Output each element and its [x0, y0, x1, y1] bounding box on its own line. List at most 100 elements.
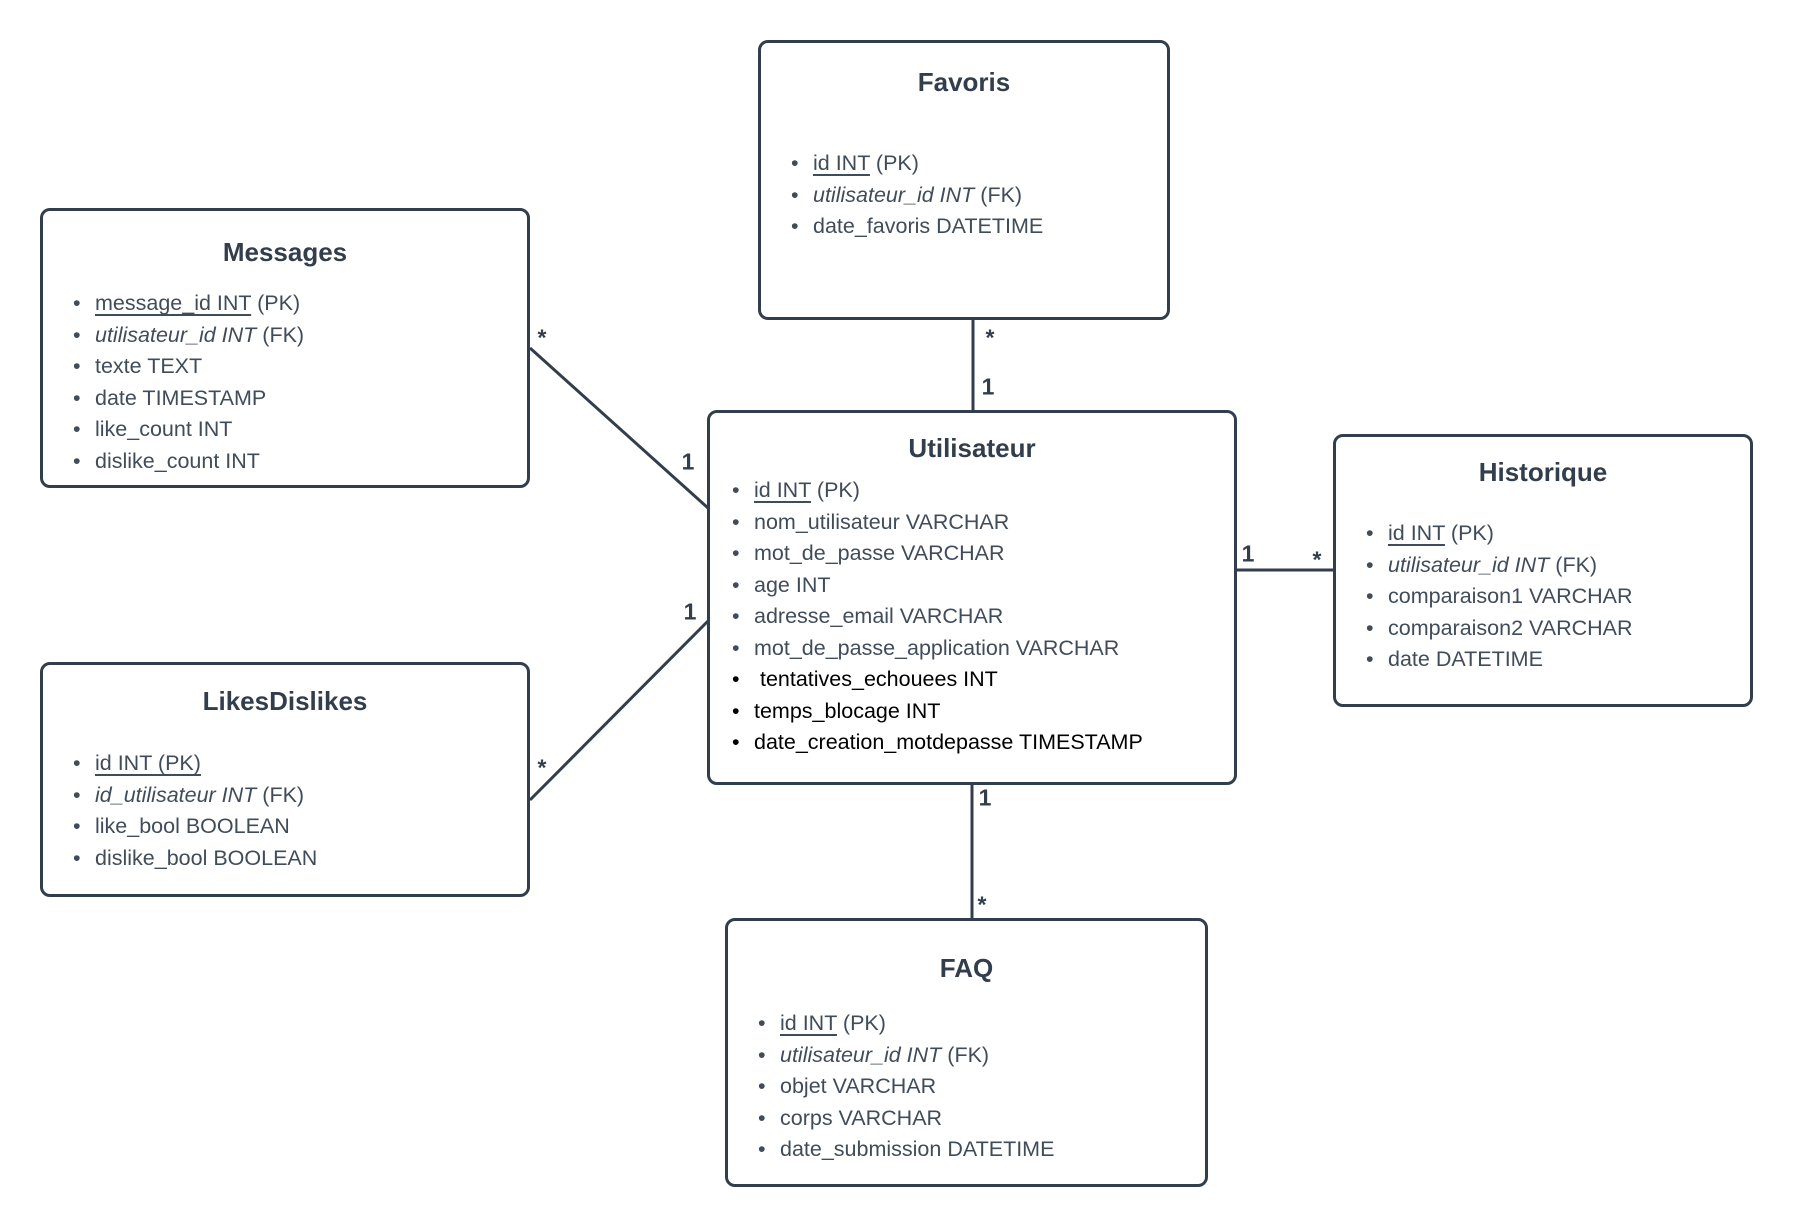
attribute-name: nom_utilisateur VARCHAR: [754, 509, 1010, 534]
entity-likesdislikes[interactable]: LikesDislikes •id INT (PK)•id_utilisateu…: [40, 662, 530, 897]
attribute-name: message_id INT: [95, 291, 252, 315]
attribute-list-messages: •message_id INT (PK)•utilisateur_id INT …: [43, 288, 527, 477]
entity-title-messages: Messages: [222, 237, 348, 267]
attribute-row: • mot_de_passe VARCHAR: [732, 538, 1220, 570]
attribute-key-flag: (FK): [256, 322, 305, 347]
attribute-name: date TIMESTAMP: [95, 385, 267, 410]
attribute-row: • mot_de_passe_application VARCHAR: [732, 633, 1220, 665]
entity-historique[interactable]: Historique • id INT (PK) • utilisateur_id I…: [1333, 434, 1753, 707]
bullet-icon: •: [1366, 552, 1374, 577]
attribute-row: • id INT (PK): [73, 748, 513, 780]
attribute-list-utilisateur: •id INT (PK)•nom_utilisateur VARCHAR•mot…: [710, 475, 1234, 759]
entity-utilisateur[interactable]: Utilisateur •id INT (PK)•nom_utilisateur…: [707, 410, 1237, 785]
attribute-list-faq: •id INT (PK)•utilisateur_id INT (FK)•obj…: [728, 1008, 1205, 1166]
attribute-name: date DATETIME: [1388, 647, 1543, 671]
bullet-icon: •: [73, 751, 81, 775]
attribute-row: • corps VARCHAR: [758, 1103, 1191, 1135]
attribute-row: •id INT (PK): [758, 1008, 1191, 1040]
entity-favoris[interactable]: Favoris •id INT (PK)•utilisateur_id INT …: [758, 40, 1170, 320]
attribute-key-flag: (FK): [941, 1042, 990, 1067]
attribute-name: date_creation_motdepasse TIMESTAMP: [754, 730, 1143, 754]
bullet-icon: •: [732, 667, 740, 691]
attribute-row: • utilisateur_id INT (FK): [73, 320, 513, 352]
attribute-name: temps_blocage INT: [754, 698, 941, 723]
entity-title-faq: FAQ: [939, 953, 994, 983]
bullet-icon: •: [1366, 584, 1374, 608]
attribute-row: • objet VARCHAR: [758, 1071, 1191, 1103]
relation-line-likesdislikes-utilisateur: [528, 619, 710, 802]
bullet-icon: •: [1366, 521, 1374, 545]
multiplicity-favoris-many: *: [985, 324, 995, 351]
bullet-icon: •: [73, 291, 81, 315]
attribute-name: id INT: [1388, 521, 1445, 545]
bullet-icon: •: [732, 604, 740, 628]
attribute-row: •like_count INT: [73, 414, 513, 446]
attribute-row: • like_bool BOOLEAN: [73, 811, 513, 843]
attribute-name: utilisateur_id INT: [813, 182, 975, 207]
attribute-row: •date_favoris DATETIME: [791, 211, 1153, 243]
bullet-icon: •: [758, 1074, 766, 1098]
attribute-row: • comparaison2 VARCHAR: [1366, 613, 1736, 645]
attribute-list-likesdislikes: •id INT (PK)•id_utilisateur INT (FK)•lik…: [43, 748, 527, 874]
attribute-key-flag: (FK): [974, 182, 1023, 207]
bullet-icon: •: [73, 448, 81, 473]
bullet-icon: •: [732, 635, 740, 660]
bullet-icon: •: [758, 1137, 766, 1161]
multiplicity-favoris-one: 1: [981, 373, 995, 400]
bullet-icon: •: [1366, 647, 1374, 671]
attribute-row: •utilisateur_id INT (FK): [758, 1040, 1191, 1072]
bullet-icon: •: [732, 478, 740, 502]
bullet-icon: •: [73, 385, 81, 410]
attribute-name: adresse_email VARCHAR: [754, 604, 1004, 628]
attribute-name: like_bool BOOLEAN: [95, 814, 290, 838]
attribute-name: texte TEXT: [95, 354, 203, 378]
bullet-icon: •: [73, 354, 81, 378]
attribute-name: objet VARCHAR: [780, 1074, 937, 1098]
bullet-icon: •: [732, 698, 740, 723]
multiplicity-faq-many: *: [977, 891, 987, 918]
attribute-row: •date_creation_motdepasse TIMESTAMP: [732, 727, 1220, 759]
attribute-row: •utilisateur_id INT (FK): [791, 180, 1153, 212]
attribute-row: • texte TEXT: [73, 351, 513, 383]
bullet-icon: •: [73, 322, 81, 347]
bullet-icon: •: [791, 214, 799, 238]
attribute-name: id INT (PK): [95, 751, 201, 775]
attribute-name: dislike_bool BOOLEAN: [95, 845, 318, 870]
attribute-name: utilisateur_id INT: [95, 322, 257, 347]
attribute-row: • temps_blocage INT: [732, 696, 1220, 728]
bullet-icon: •: [1366, 615, 1374, 640]
bullet-icon: •: [732, 541, 740, 565]
bullet-icon: •: [732, 509, 740, 534]
entity-title-historique: Historique: [1478, 457, 1608, 487]
attribute-row: •id_utilisateur INT (FK): [73, 780, 513, 812]
attribute-name: mot_de_passe VARCHAR: [754, 541, 1005, 565]
attribute-name: id INT: [754, 478, 811, 502]
attribute-row: •age INT: [732, 570, 1220, 602]
attribute-list-historique: • id INT (PK) • utilisateur_id INT (FK) • com…: [1336, 518, 1750, 676]
bullet-icon: •: [791, 151, 799, 175]
attribute-name: comparaison1 VARCHAR: [1388, 584, 1633, 608]
entity-messages[interactable]: Messages •message_id INT (PK)•utilisateu…: [40, 208, 530, 488]
attribute-name: corps VARCHAR: [780, 1105, 943, 1130]
bullet-icon: •: [73, 814, 81, 838]
attribute-name: id_utilisateur INT: [95, 782, 257, 807]
attribute-row: • adresse_email VARCHAR: [732, 601, 1220, 633]
multiplicity-historique-one: 1: [1241, 540, 1255, 567]
entity-title-likesdislikes: LikesDislikes: [202, 686, 368, 716]
bullet-icon: •: [73, 417, 81, 441]
bullet-icon: •: [758, 1042, 766, 1067]
attribute-name: comparaison2 VARCHAR: [1388, 615, 1633, 640]
attribute-key-flag: (PK): [1444, 521, 1494, 545]
attribute-key-flag: (PK): [869, 151, 919, 175]
attribute-row: •date_submission DATETIME: [758, 1134, 1191, 1166]
entity-faq[interactable]: FAQ •id INT (PK)•utilisateur_id INT (FK)…: [725, 918, 1208, 1187]
attribute-name: mot_de_passe_application VARCHAR: [754, 635, 1120, 660]
attribute-row: • date DATETIME: [1366, 644, 1736, 676]
attribute-row: • tentatives_echouees INT: [732, 664, 1220, 696]
relation-line-messages-utilisateur: [528, 346, 710, 510]
bullet-icon: •: [758, 1105, 766, 1130]
entity-title-utilisateur: Utilisateur: [908, 433, 1036, 463]
attribute-key-flag: (FK): [1549, 552, 1598, 577]
attribute-name: utilisateur_id INT: [1388, 552, 1550, 577]
